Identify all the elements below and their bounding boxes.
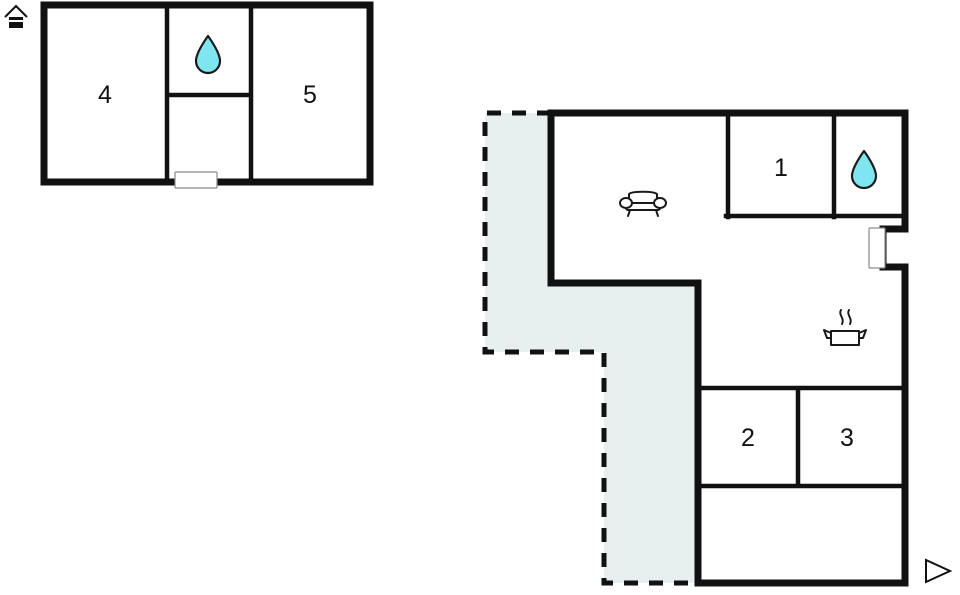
room-number-5: 5: [303, 81, 317, 109]
terrace-area: [482, 110, 698, 586]
left-annex-building: 4 5: [40, 1, 374, 189]
stove-pot-icon: [823, 309, 867, 346]
main-door-plate[interactable]: [868, 227, 886, 269]
terrace-fill-shape: [485, 113, 698, 583]
direction-triangle-icon: [925, 558, 953, 584]
room-number-1: 1: [774, 154, 788, 182]
main-outer-walls: [547, 109, 909, 587]
water-drop-icon: [194, 34, 222, 75]
room-number-2: 2: [741, 424, 755, 452]
sofa-icon: [619, 190, 667, 217]
annex-door-plate[interactable]: [174, 171, 218, 189]
room-number-3: 3: [840, 424, 854, 452]
main-building: 1 2 3: [547, 109, 909, 587]
terrace-dashed-outline: [482, 110, 698, 586]
water-drop-icon: [850, 149, 878, 190]
north-house-icon: [4, 4, 28, 28]
room-number-4: 4: [98, 81, 112, 109]
